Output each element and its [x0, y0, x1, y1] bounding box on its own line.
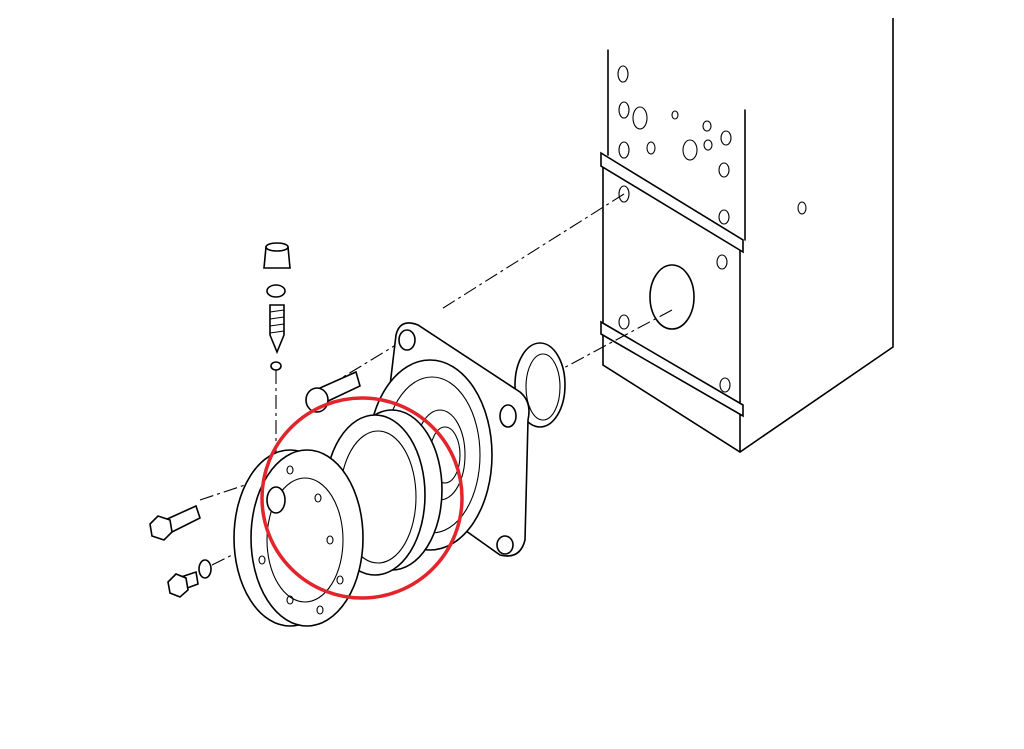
- cover-plate: [233, 449, 364, 627]
- block-slat-lower: [600, 320, 744, 418]
- housing-flange-hole: [398, 329, 416, 351]
- housing-flange-hole: [499, 404, 517, 428]
- block-slat-upper: [600, 151, 744, 254]
- small-ball: [270, 361, 282, 371]
- highlight-circle: [260, 396, 464, 600]
- valve-block: [600, 18, 894, 453]
- drain-plug-washer: [198, 559, 212, 579]
- piston-ring: [324, 409, 443, 576]
- plug-cap: [263, 242, 291, 269]
- small-o-ring: [266, 284, 286, 298]
- cover-port: [266, 486, 286, 514]
- housing-mount-bolt: [305, 370, 361, 413]
- block-main-bore: [649, 264, 695, 330]
- set-screw: [269, 304, 285, 355]
- cover-mount-bolt: [149, 504, 201, 541]
- drain-plug: [167, 570, 199, 598]
- block-port-holes: [617, 65, 807, 393]
- housing-flange-hole: [496, 535, 514, 555]
- cover-bolt-holes: [258, 465, 344, 615]
